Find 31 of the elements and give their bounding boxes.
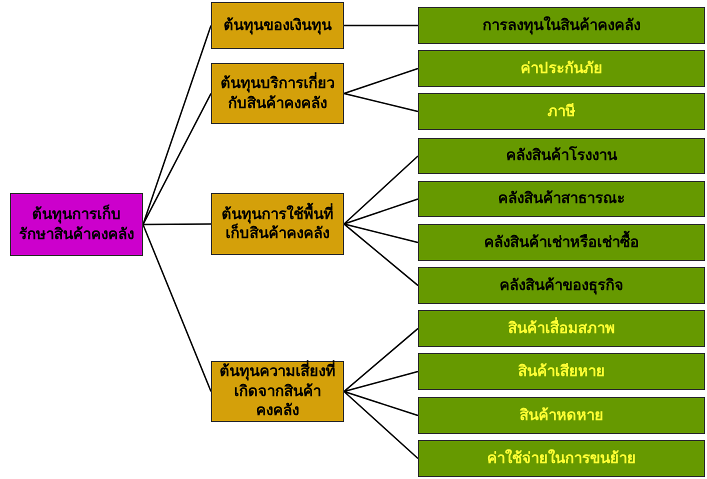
connector-line: [344, 92, 418, 112]
item-box: คลังสินค้าเช่าหรือเช่าซื้อ: [418, 224, 705, 261]
item-box: ค่าใช้จ่ายในการขนย้าย: [418, 440, 705, 477]
item-box: คลังสินค้าของธุรกิจ: [418, 267, 705, 304]
connector-line: [344, 198, 418, 225]
item-box: ค่าประกันภัย: [418, 50, 705, 87]
category-box: ต้นทุนบริการเกี่ยวกับสินค้าคงคลัง: [211, 63, 344, 124]
item-box: คลังสินค้าโรงงาน: [418, 138, 705, 174]
connector-line: [344, 68, 418, 94]
connector-line: [344, 390, 418, 416]
category-box: ต้นทุนการใช้พื้นที่เก็บสินค้าคงคลัง: [211, 193, 344, 255]
connector-line: [142, 93, 212, 225]
connector-line: [142, 224, 212, 392]
connector-line: [344, 223, 418, 286]
connector-line: [143, 223, 211, 226]
item-box: สินค้าหดหาย: [418, 397, 705, 434]
item-box: การลงทุนในสินค้าคงคลัง: [418, 7, 705, 44]
category-box: ต้นทุนของเงินทุน: [211, 2, 344, 49]
item-box: สินค้าเสื่อมสภาพ: [418, 310, 705, 347]
category-box: ต้นทุนความเสี่ยงที่เกิดจากสินค้าคงคลัง: [211, 361, 344, 422]
item-box: ภาษี: [418, 93, 705, 130]
item-box: สินค้าเสียหาย: [418, 353, 705, 390]
connector-line: [344, 24, 418, 26]
connector-line: [344, 370, 418, 392]
connector-line: [142, 25, 212, 225]
root-box: ต้นทุนการเก็บรักษาสินค้าคงคลัง: [10, 193, 143, 256]
connector-line: [344, 328, 418, 392]
connector-line: [344, 390, 418, 460]
connector-line: [344, 155, 418, 225]
connector-line: [344, 223, 418, 244]
item-box: คลังสินค้าสาธารณะ: [418, 181, 705, 217]
